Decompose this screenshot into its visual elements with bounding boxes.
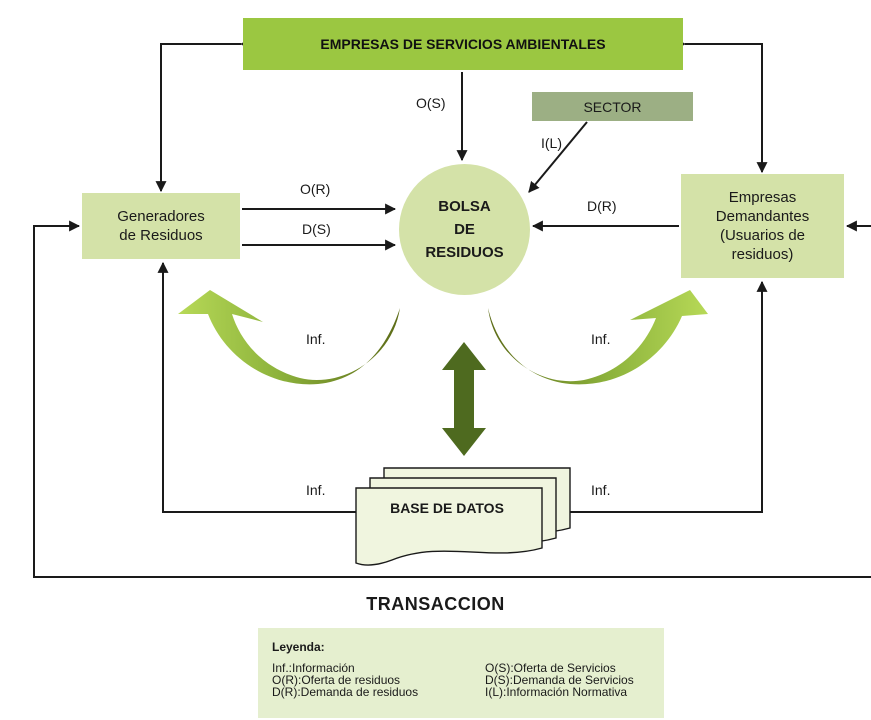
base-datos-label: BASE DE DATOS [390,500,504,516]
edge-label-inf-left-curve: Inf. [306,331,326,347]
edge-label-demanda-residuos: D(R) [587,198,617,214]
edge-label-oferta-residuos: O(R) [300,181,331,197]
curved-arrow-right [488,290,708,385]
bolsa-label-line3: RESIDUOS [425,244,504,261]
line-base-demandantes [552,280,768,513]
sector-box: SECTOR [532,92,693,121]
generadores-label-line2: de Residuos [119,227,203,244]
edge-label-inf-right-curve: Inf. [591,331,611,347]
legend-row: O(R):Oferta de residuos D(S):Demanda de … [272,674,664,686]
sector-label: SECTOR [583,98,642,115]
edge-label-inf-right-bottom: Inf. [591,482,611,498]
legend-title: Leyenda: [272,640,325,654]
bolsa-residuos-circle: BOLSA DE RESIDUOS [399,164,530,295]
legend-box: Leyenda: Inf.:Información O(S):Oferta de… [258,628,664,718]
legend-item: O(R):Oferta de residuos [272,673,401,687]
legend-item: Inf.:Información [272,661,355,675]
legend-row: Inf.:Información O(S):Oferta de Servicio… [272,662,664,674]
arrow-info-normativa [528,121,588,193]
legend-row: D(R):Demanda de residuos I(L):Informació… [272,686,664,698]
generadores-label-line1: Generadores [117,208,205,225]
edge-label-oferta-servicios: O(S) [416,95,446,111]
empresas-servicios-label: EMPRESAS DE SERVICIOS AMBIENTALES [320,36,606,52]
transaccion-title: TRANSACCION [366,594,505,614]
demandantes-label-line1: Empresas [728,189,797,206]
legend-item: O(S):Oferta de Servicios [485,661,616,675]
line-empresas-generadores [155,38,251,193]
legend-item: D(S):Demanda de Servicios [485,673,634,687]
bolsa-label-line2: DE [454,221,475,238]
edge-label-inf-left-bottom: Inf. [306,482,326,498]
legend-item: I(L):Información Normativa [485,685,628,699]
demandantes-label-line3: (Usuarios de [719,227,806,244]
edge-label-info-normativa: I(L) [541,135,562,151]
double-arrow-vertical [442,342,486,456]
empresas-servicios-box: EMPRESAS DE SERVICIOS AMBIENTALES [243,18,683,70]
edge-label-demanda-servicios: D(S) [302,221,331,237]
demandantes-label-line2: Demandantes [715,208,810,225]
demandantes-box: Empresas Demandantes (Usuarios de residu… [681,174,844,278]
bolsa-label-line1: BOLSA [438,198,491,215]
line-transaccion-loop [33,220,871,578]
legend-item: D(R):Demanda de residuos [272,685,419,699]
generadores-box: Generadores de Residuos [82,193,240,259]
line-empresas-demandantes [675,38,768,174]
line-base-generadores [157,261,357,513]
curved-arrow-left [178,290,400,385]
demandantes-label-line4: residuos) [731,246,794,263]
documents-stack-icon [355,467,571,566]
